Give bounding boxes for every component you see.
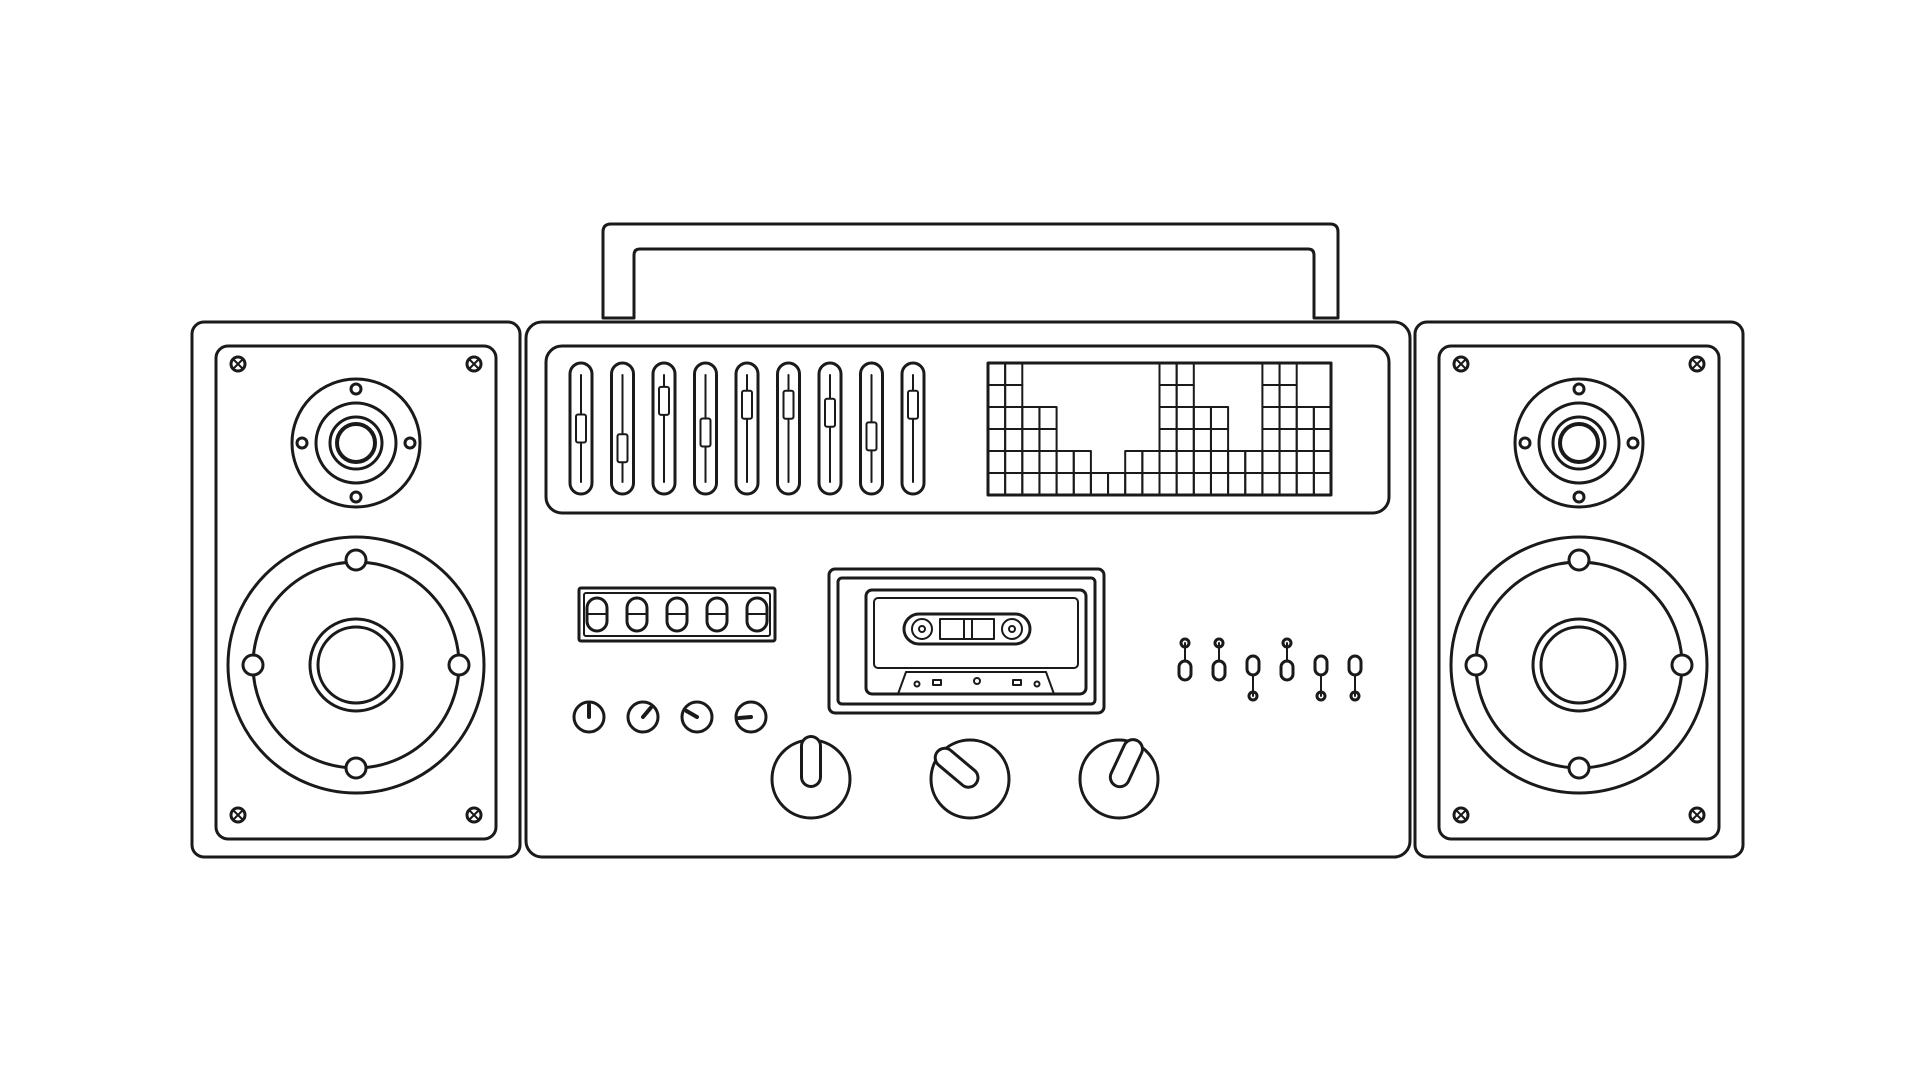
eq-slider-knob[interactable] [616,433,629,464]
preset-button[interactable] [745,596,769,633]
eq-slider[interactable] [859,361,884,496]
eq-slider[interactable] [568,361,594,496]
large-knob[interactable] [1078,738,1160,820]
small-knobs [572,700,768,734]
screw-icon [1688,355,1706,373]
toggle-switch[interactable] [1211,637,1227,682]
woofer-icon [1449,535,1709,795]
eq-slider-knob[interactable] [699,417,712,448]
screw-icon [1452,806,1470,824]
tweeter-icon [1513,377,1645,509]
large-knobs [770,735,1160,820]
small-knob[interactable] [626,700,660,734]
eq-slider[interactable] [776,361,801,496]
toggle-switch[interactable] [1279,637,1295,682]
small-knob[interactable] [680,700,714,734]
spectrum-cell [1312,406,1332,430]
tweeter-icon [290,377,422,509]
toggle-switch[interactable] [1347,654,1363,702]
toggle-switch[interactable] [1245,654,1261,702]
large-knob[interactable] [770,735,852,820]
eq-slider-knob[interactable] [575,413,587,444]
eq-slider[interactable] [734,361,760,496]
carry-handle[interactable] [601,222,1340,320]
eq-slider[interactable] [610,361,635,496]
eq-slider-knob[interactable] [865,421,878,452]
screw-icon [229,355,247,373]
spectrum-display [986,361,1333,497]
right-speaker [1413,320,1745,859]
spectrum-cell [1278,362,1298,386]
small-knob[interactable] [572,700,606,734]
cassette-tape-icon [864,588,1088,696]
screw-icon [465,806,483,824]
spectrum-cell [1209,406,1230,430]
eq-slider[interactable] [817,361,843,496]
toggle-switch[interactable] [1313,654,1329,702]
cassette-deck[interactable] [827,567,1106,715]
spectrum-cell [1175,362,1195,386]
preset-button[interactable] [585,596,609,633]
woofer-icon [226,535,486,795]
small-knob[interactable] [734,700,768,734]
spectrum-cell [1004,362,1024,386]
top-control-panel [544,344,1391,515]
eq-slider-knob[interactable] [741,389,753,420]
eq-slider-knob[interactable] [782,389,795,420]
screw-icon [1688,806,1706,824]
eq-slider[interactable] [900,361,926,496]
toggle-switch[interactable] [1177,637,1193,682]
eq-slider-knob[interactable] [658,385,670,416]
spectrum-cell [1072,450,1092,474]
large-knob[interactable] [929,738,1011,820]
preset-button[interactable] [625,596,649,633]
preset-button[interactable] [665,596,689,633]
eq-slider[interactable] [651,361,677,496]
left-speaker [190,320,522,859]
screw-icon [1452,355,1470,373]
screw-icon [229,806,247,824]
spectrum-cell [1038,406,1058,430]
eq-slider-knob[interactable] [907,389,919,420]
equalizer [568,361,926,496]
toggle-switches [1177,637,1363,702]
preset-button[interactable] [705,596,729,633]
eq-slider[interactable] [693,361,718,496]
preset-buttons [577,586,777,643]
eq-slider-knob[interactable] [824,397,836,428]
screw-icon [465,355,483,373]
